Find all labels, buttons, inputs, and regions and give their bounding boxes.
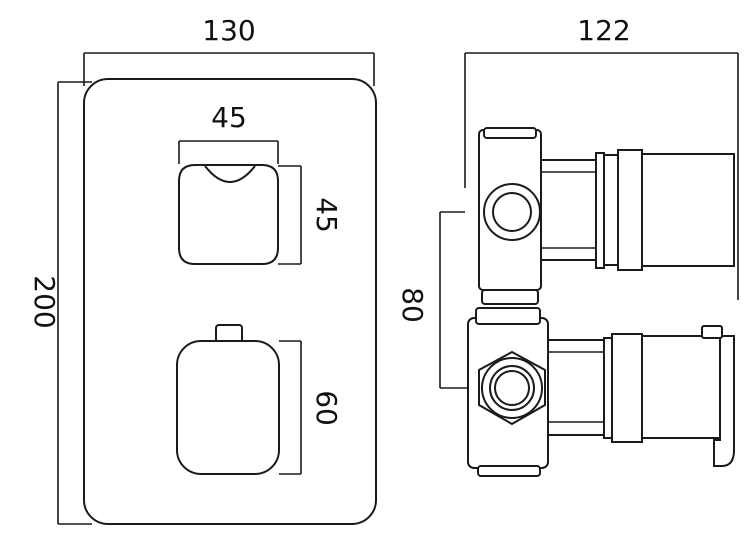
bottom-handle: 60: [176, 324, 343, 475]
top-handle-width-label: 45: [211, 101, 247, 134]
front-plate: [83, 78, 377, 525]
front-height-label: 200: [28, 275, 61, 328]
lower-valve: [467, 307, 735, 477]
front-height-dimension: 200: [28, 81, 92, 525]
side-spacing-dimension: 80: [396, 211, 470, 389]
top-handle-notch: [204, 165, 256, 183]
bottom-handle-height-label: 60: [310, 390, 343, 426]
side-depth-dimension: 122: [464, 14, 739, 300]
top-handle-height-label: 45: [310, 197, 343, 233]
front-width-dimension: 130: [83, 14, 375, 86]
side-view: 122 80: [396, 14, 739, 477]
side-depth-label: 122: [577, 14, 630, 47]
front-width-label: 130: [202, 14, 255, 47]
bottom-handle-body: [176, 340, 280, 475]
side-spacing-label: 80: [396, 287, 429, 323]
top-handle: 45 45: [178, 101, 343, 265]
upper-valve: [478, 127, 735, 305]
front-view: 130 200 45 45: [28, 14, 377, 525]
bottom-handle-tab: [215, 324, 243, 343]
